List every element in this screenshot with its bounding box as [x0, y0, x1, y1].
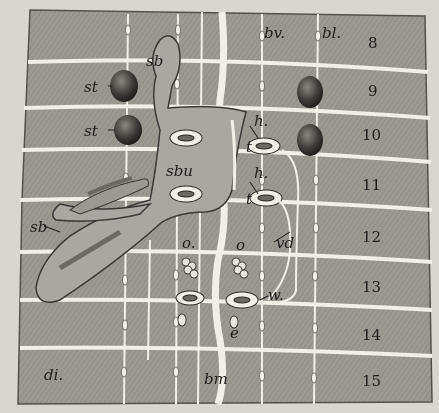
- label-sb-upper: sb: [146, 52, 163, 70]
- label-w: w.: [268, 286, 284, 304]
- segment-number-13: 13: [362, 278, 381, 296]
- funnel: [176, 291, 204, 305]
- spermatheca: [297, 124, 323, 156]
- spermatheca: [114, 115, 142, 145]
- label-di: di.: [44, 366, 63, 384]
- label-o-right: o: [236, 236, 245, 254]
- segment-number-9: 9: [368, 82, 378, 100]
- spermatheca: [297, 76, 323, 108]
- label-h-upper: h.: [254, 112, 268, 130]
- segment-number-8: 8: [368, 34, 378, 52]
- label-t-lower: t: [246, 190, 253, 208]
- segment-number-12: 12: [362, 228, 381, 246]
- funnel: [250, 190, 282, 206]
- funnel: [226, 292, 258, 308]
- label-sbu: sbu: [166, 162, 193, 180]
- label-sb-left: sb: [30, 218, 47, 236]
- label-h-lower: h.: [254, 164, 268, 182]
- segment-number-11: 11: [362, 176, 381, 194]
- segment-number-10: 10: [362, 126, 381, 144]
- segment-number-15: 15: [362, 372, 381, 390]
- spermatheca: [110, 70, 138, 102]
- label-bl: bl.: [322, 24, 341, 42]
- label-t-upper: t: [246, 138, 253, 156]
- funnel: [170, 186, 202, 202]
- label-e: e: [230, 324, 239, 342]
- segment-number-14: 14: [362, 326, 381, 344]
- funnel: [170, 130, 202, 146]
- label-o-left: o.: [182, 234, 196, 252]
- label-st-upper: st: [84, 78, 99, 96]
- funnel: [248, 138, 280, 154]
- label-vd: vd: [276, 234, 294, 252]
- label-bm: bm: [204, 370, 228, 388]
- label-bv: bv.: [264, 24, 285, 42]
- label-st-lower: st: [84, 122, 99, 140]
